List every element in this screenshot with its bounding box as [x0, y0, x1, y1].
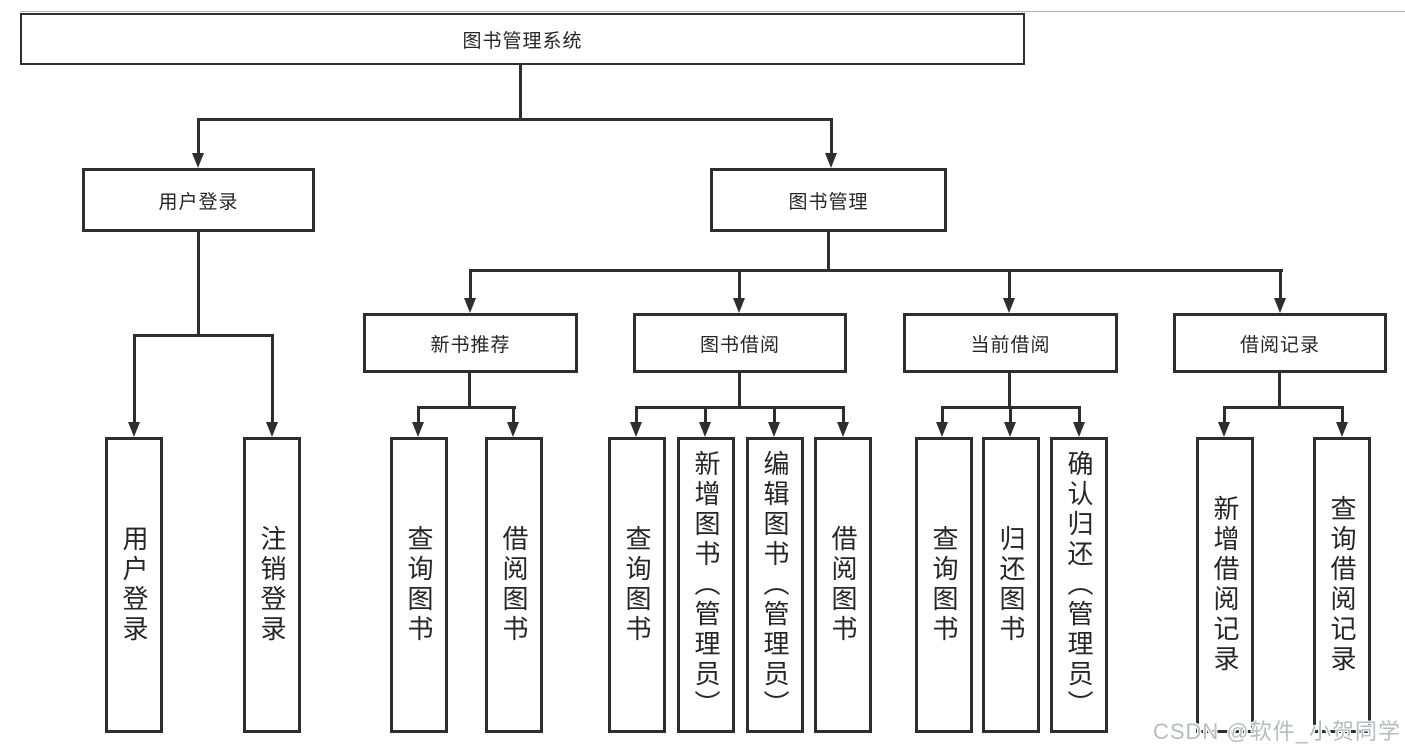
arrowhead-down-icon — [412, 422, 424, 437]
connector-stem — [417, 406, 420, 424]
node-label: 注销登录 — [257, 525, 287, 645]
connector-stem — [1278, 373, 1281, 409]
connector-stem — [1008, 373, 1011, 409]
node-label: 查询图书 — [929, 525, 959, 645]
connector-stem — [1008, 269, 1011, 300]
arrowhead-down-icon — [1218, 422, 1230, 437]
node-label: 新增借阅记录 — [1210, 495, 1240, 675]
connector-stem — [1341, 406, 1344, 424]
node-current-borrow: 当前借阅 — [903, 313, 1118, 373]
node-logout-action: 注销登录 — [243, 437, 301, 733]
node-label: 新书推荐 — [430, 334, 511, 356]
arrowhead-down-icon — [1336, 422, 1348, 437]
node-query-books-recommend: 查询图书 — [390, 437, 448, 733]
page-rule-line — [20, 11, 1405, 12]
arrowhead-down-icon — [1073, 422, 1085, 437]
connector-stem — [941, 406, 944, 424]
connector-split — [635, 406, 845, 409]
node-edit-books-admin: 编辑图书（管理员） — [746, 437, 804, 733]
arrowhead-down-icon — [507, 422, 519, 437]
arrowhead-down-icon — [1003, 298, 1015, 313]
connector-stem — [635, 406, 638, 424]
connector-stem — [738, 373, 741, 409]
node-label: 查询图书 — [404, 525, 434, 645]
arrowhead-down-icon — [266, 422, 278, 437]
node-return-books: 归还图书 — [982, 437, 1040, 733]
node-book-borrow: 图书借阅 — [633, 313, 847, 373]
connector-split — [1223, 406, 1344, 409]
node-label: 查询图书 — [622, 525, 652, 645]
connector-stem — [468, 373, 471, 409]
arrowhead-down-icon — [768, 422, 780, 437]
node-confirm-return-admin: 确认归还（管理员） — [1050, 437, 1108, 733]
node-label: 编辑图书（管理员） — [760, 450, 790, 720]
node-label: 查询借阅记录 — [1327, 495, 1357, 675]
arrowhead-down-icon — [1004, 422, 1016, 437]
node-book-management: 图书管理 — [710, 168, 947, 232]
connector-split — [417, 406, 516, 409]
connector-split — [469, 269, 1283, 272]
arrowhead-down-icon — [699, 422, 711, 437]
arrowhead-down-icon — [1274, 298, 1286, 313]
connector-stem — [704, 406, 707, 424]
node-label: 用户登录 — [158, 191, 239, 213]
node-label: 借阅记录 — [1239, 334, 1320, 356]
connector-stem — [773, 406, 776, 424]
connector-stem — [1279, 269, 1282, 300]
connector-stem — [271, 334, 274, 424]
node-borrow-books-recommend: 借阅图书 — [485, 437, 543, 733]
node-query-borrow-record: 查询借阅记录 — [1313, 437, 1371, 733]
arrowhead-down-icon — [825, 153, 837, 168]
connector-stem — [133, 334, 136, 424]
connector-stem — [197, 118, 200, 154]
connector-stem — [197, 232, 200, 337]
node-new-book-recommend: 新书推荐 — [363, 313, 578, 373]
node-query-books-current: 查询图书 — [915, 437, 973, 733]
connector-root-split — [197, 118, 833, 121]
node-label: 新增图书（管理员） — [691, 450, 721, 720]
node-label: 确认归还（管理员） — [1064, 450, 1094, 720]
node-label: 借阅图书 — [828, 525, 858, 645]
node-label: 当前借阅 — [970, 334, 1051, 356]
arrowhead-down-icon — [464, 298, 476, 313]
node-login-action: 用户登录 — [105, 437, 163, 733]
connector-stem — [842, 406, 845, 424]
connector-stem — [1078, 406, 1081, 424]
node-label: 用户登录 — [119, 525, 149, 645]
arrowhead-down-icon — [630, 422, 642, 437]
node-label: 图书管理 — [788, 191, 869, 213]
node-add-books-admin: 新增图书（管理员） — [677, 437, 735, 733]
arrowhead-down-icon — [192, 153, 204, 168]
connector-stem — [1009, 406, 1012, 424]
connector-stem — [827, 232, 830, 272]
node-add-borrow-record: 新增借阅记录 — [1196, 437, 1254, 733]
arrowhead-down-icon — [936, 422, 948, 437]
node-borrow-books-action: 借阅图书 — [814, 437, 872, 733]
arrowhead-down-icon — [128, 422, 140, 437]
connector-stem — [830, 118, 833, 154]
connector-split — [133, 334, 274, 337]
node-query-books-borrow: 查询图书 — [608, 437, 666, 733]
node-label: 图书管理系统 — [462, 30, 583, 52]
csdn-watermark: CSDN @软件_小贺同学 — [1152, 719, 1401, 744]
connector-stem — [469, 269, 472, 300]
connector-stem — [512, 406, 515, 424]
connector-stem — [738, 269, 741, 300]
node-user-login: 用户登录 — [82, 168, 315, 232]
node-borrow-records: 借阅记录 — [1173, 313, 1387, 373]
node-label: 图书借阅 — [699, 334, 780, 356]
node-label: 归还图书 — [996, 525, 1026, 645]
connector-root-stem — [519, 65, 522, 120]
arrowhead-down-icon — [733, 298, 745, 313]
connector-stem — [1223, 406, 1226, 424]
arrowhead-down-icon — [837, 422, 849, 437]
node-system-root: 图书管理系统 — [20, 13, 1025, 65]
node-label: 借阅图书 — [499, 525, 529, 645]
